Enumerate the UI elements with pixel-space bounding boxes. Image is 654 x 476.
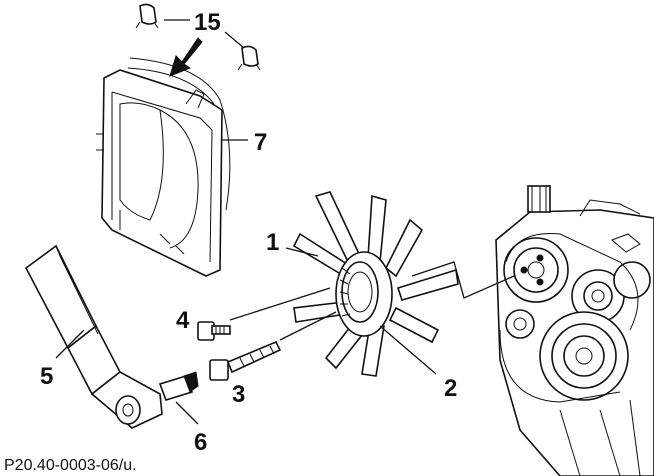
leader-15-right	[224, 31, 245, 49]
leader-bolt-short	[229, 287, 331, 321]
hose-clip-top	[135, 3, 159, 29]
bolt-long	[209, 340, 282, 381]
leader-2	[379, 325, 437, 375]
hose-clip-right	[237, 45, 261, 71]
callout-4: 4	[176, 307, 190, 334]
callout-5: 5	[40, 363, 53, 390]
fan-shroud	[96, 57, 231, 277]
leader-bolt-long	[279, 311, 337, 341]
leader-1	[285, 247, 319, 257]
bolt-short	[197, 321, 231, 341]
holder-pin	[158, 371, 199, 401]
callout-6: 6	[194, 429, 207, 456]
callout-1: 1	[266, 229, 279, 256]
direction-arrow	[169, 37, 203, 77]
wrench-tool	[24, 244, 163, 429]
leader-5	[55, 329, 85, 359]
leader-hub-to-pulley	[411, 261, 515, 299]
fan-assembly	[292, 191, 459, 377]
callout-7: 7	[254, 129, 267, 156]
callout-15: 15	[194, 9, 221, 36]
callout-2: 2	[444, 375, 457, 402]
figure-reference: P20.40-0003-06/u.	[4, 457, 137, 474]
leader-6	[175, 401, 199, 425]
engine-front	[495, 185, 654, 476]
callout-3: 3	[232, 381, 245, 408]
